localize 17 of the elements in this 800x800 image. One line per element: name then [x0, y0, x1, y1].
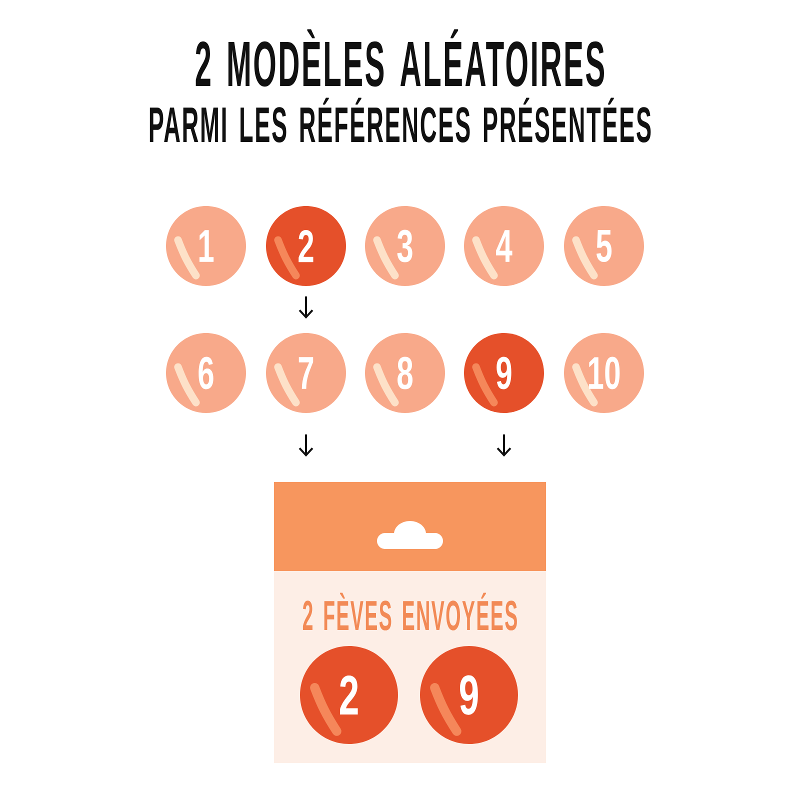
arrow — [298, 434, 314, 457]
arrow — [496, 434, 512, 457]
bead: 4 — [464, 206, 544, 286]
arrow — [298, 296, 314, 319]
subtitle: PARMI LES RÉFÉRENCES PRÉSENTÉES — [150, 98, 651, 142]
bead: 6 — [166, 333, 246, 413]
bead: 1 — [166, 206, 246, 286]
bead: 5 — [564, 206, 644, 286]
bead: 2 — [266, 206, 346, 286]
bead: 9 — [464, 333, 544, 413]
bead: 7 — [266, 333, 346, 413]
bead: 8 — [365, 333, 445, 413]
bead: 2 — [300, 646, 398, 744]
bead: 10 — [564, 333, 644, 413]
bead: 3 — [365, 206, 445, 286]
title: 2 MODÈLES ALÉATOIRES — [196, 29, 604, 87]
bead: 9 — [420, 646, 518, 744]
